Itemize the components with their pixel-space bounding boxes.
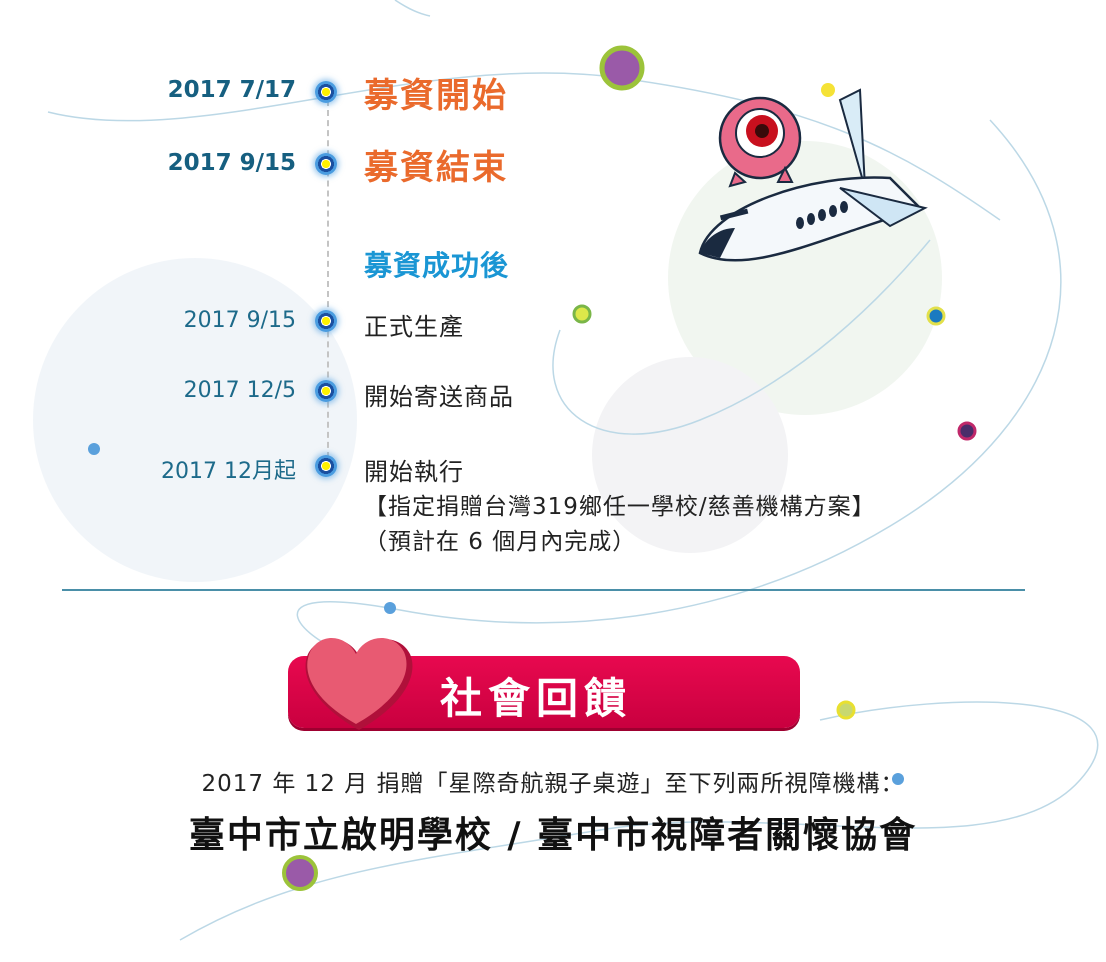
timeline-date: 2017 12月起 [161, 459, 296, 484]
timeline-date: 2017 12/5 [183, 378, 296, 403]
recipient-schools: 臺中市立啟明學校 / 臺中市視障者關懷協會 [188, 815, 918, 856]
timeline-dot-icon [315, 310, 337, 332]
section-divider [62, 589, 1025, 591]
eyeball-mascot-icon [698, 83, 928, 262]
timeline-event: 募資結束 [364, 148, 508, 188]
heart-icon [305, 637, 413, 730]
donation-text: 2017 年 12 月 捐贈「星際奇航親子桌遊」至下列兩所視障機構： [201, 771, 905, 797]
after-success-heading: 募資成功後 [364, 249, 510, 282]
airplane-icon [698, 88, 928, 262]
timeline-date: 2017 9/15 [183, 308, 296, 333]
banner-title: 社會回饋 [440, 674, 633, 723]
timeline-line [327, 100, 329, 468]
timeline-event-note: （預計在 6 個月內完成） [364, 529, 637, 555]
timeline-dot-icon [315, 153, 337, 175]
timeline-dot-icon [315, 81, 337, 103]
timeline-event: 募資開始 [364, 76, 508, 116]
timeline-date: 2017 7/17 [167, 77, 296, 103]
timeline-event: 正式生產 [364, 313, 464, 341]
timeline-event: 開始寄送商品 [364, 383, 514, 411]
timeline-dot-icon [315, 380, 337, 402]
timeline-dot-icon [315, 455, 337, 477]
timeline-event: 開始執行 [364, 458, 464, 486]
timeline-date: 2017 9/15 [167, 150, 296, 176]
timeline-event-detail: 【指定捐贈台灣319鄉任一學校/慈善機構方案】 [364, 494, 876, 520]
